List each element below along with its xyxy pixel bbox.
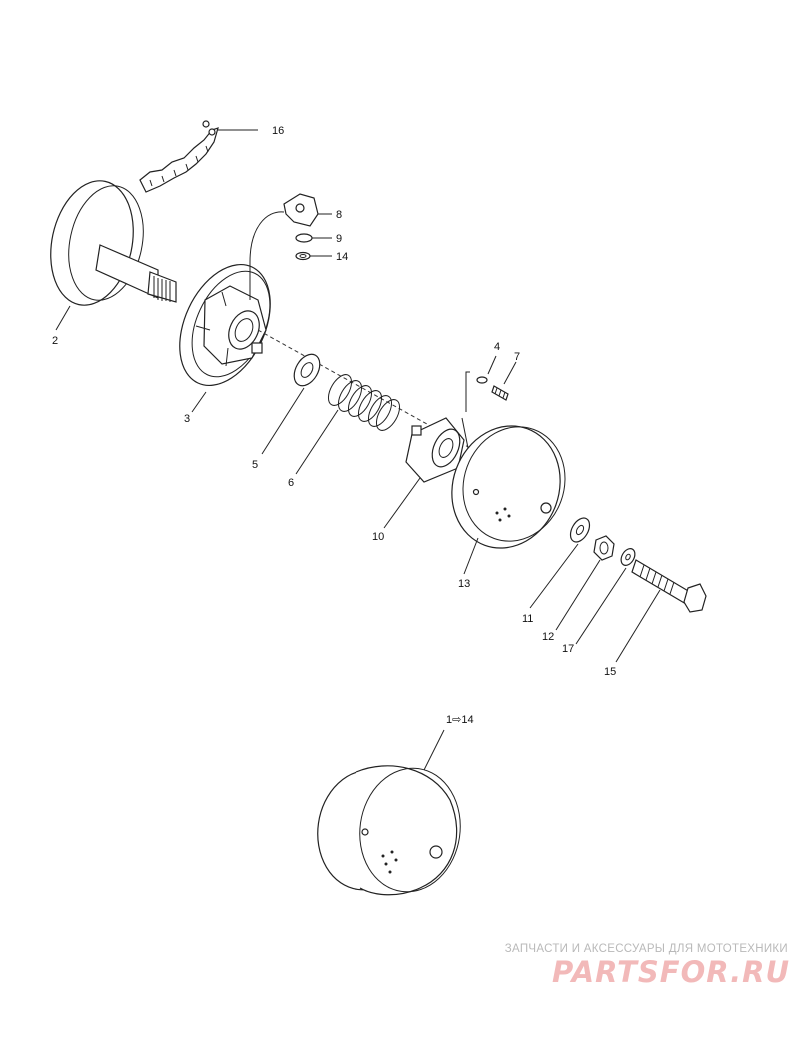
callout-12: 12 [542,631,554,643]
part-6-spring [327,374,401,431]
callout-5: 5 [252,459,258,471]
callout-assembly: 1⇨14 [446,714,474,726]
callout-2: 2 [52,335,58,347]
callout-3: 3 [184,413,190,425]
part-12-nut [593,535,615,561]
callout-4: 4 [494,341,500,353]
callout-15: 15 [604,666,616,678]
part-9-washer [295,233,313,243]
callout-17: 17 [562,643,574,655]
part-4-7-screw [465,371,509,412]
callouts: 16 8 9 14 2 3 4 7 5 6 10 13 11 12 17 15 … [52,125,616,726]
part-3-movable-sheave [179,263,271,387]
leader-lines [55,129,661,771]
callout-9: 9 [336,233,342,245]
part-16-weights [139,120,219,193]
callout-11: 11 [522,613,533,625]
part-8-guide-block [249,193,319,300]
part-2-fixed-sheave [50,180,177,306]
assembly-axis [257,329,471,449]
callout-6: 6 [288,477,294,489]
part-5-washer [293,353,321,387]
part-15-bolt [631,559,707,613]
assembly-1-complete-pulley [317,765,461,896]
callout-13: 13 [458,578,470,590]
callout-16: 16 [272,125,284,137]
part-14-washer [295,251,311,261]
watermark-logo: PARTSFOR.RU [552,955,790,989]
part-13-cover [451,425,566,549]
callout-7: 7 [514,351,520,363]
callout-14: 14 [336,251,348,263]
part-17-lockwasher [620,548,636,566]
callout-10: 10 [372,531,384,543]
callout-8: 8 [336,209,342,221]
watermark-tagline: ЗАПЧАСТИ И АКСЕССУАРЫ ДЛЯ МОТОТЕХНИКИ [504,943,788,955]
part-11-washer [569,517,591,543]
